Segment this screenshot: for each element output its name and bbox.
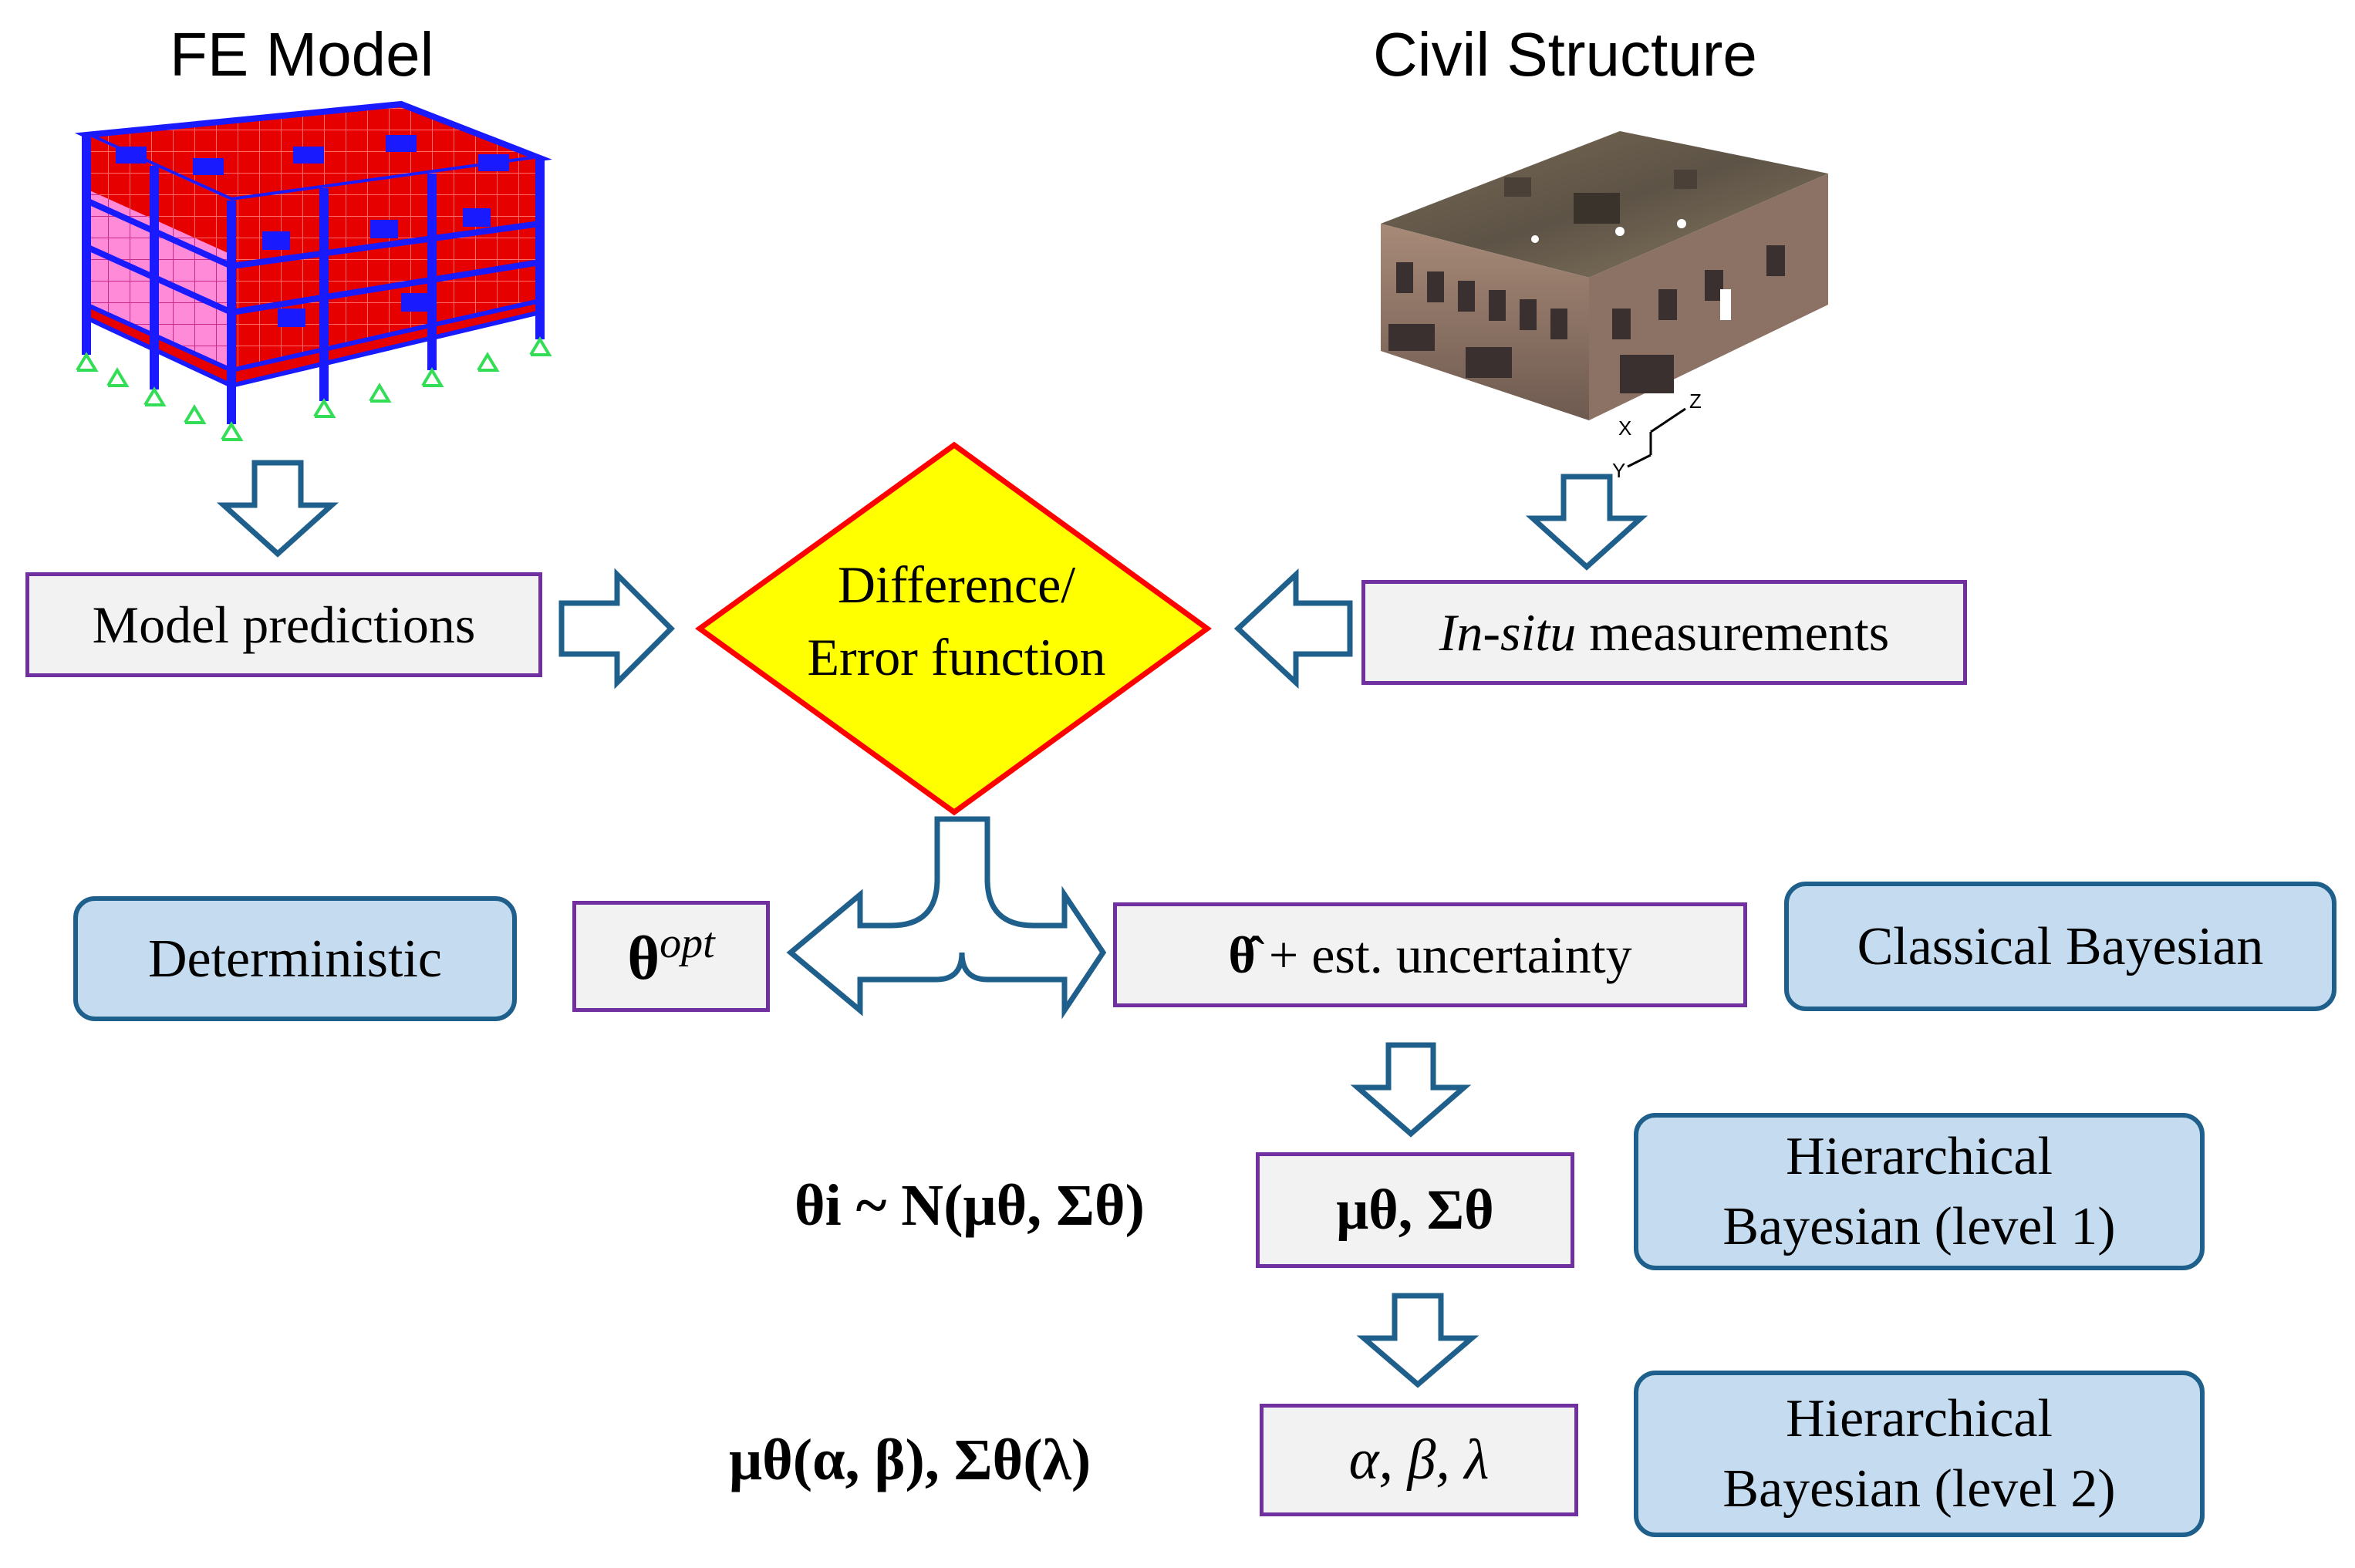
in-situ-label: In-situ measurements [1439,602,1890,663]
hierarchical-level1-box: Hierarchical Bayesian (level 1) [1634,1113,2205,1270]
est-uncertainty-text: + est. uncertainty [1255,925,1632,984]
classical-bayesian-box: Classical Bayesian [1784,882,2336,1011]
fe-model-image [74,100,552,441]
down-arrow-level2 [1356,1293,1479,1388]
error-function-text: Difference/ Error function [764,549,1149,694]
level1-formula-text: θi ~ N(μθ, Σθ) [795,1173,1145,1238]
theta-hat-box: θ̂ + est. uncertainty [1113,902,1747,1007]
civil-structure-photo [1381,131,1828,468]
opt-superscript: opt [660,919,715,967]
photo-axis-y: Y [1612,459,1626,482]
fe-model-heading: FE Model [170,20,434,89]
hierarchical-level2-box: Hierarchical Bayesian (level 2) [1634,1371,2205,1537]
level2-formula-text: μθ(α, β), Σθ(λ) [729,1428,1091,1492]
level1-formula: θi ~ N(μθ, Σθ) [795,1172,1145,1239]
arrows [216,460,1648,1388]
down-arrow-fe [216,460,339,558]
model-predictions-box: Model predictions [25,572,542,677]
hierarchical-level1-line1: Hierarchical [1786,1127,2053,1186]
alpha-beta-lambda-box: α, β, λ [1260,1404,1578,1516]
hierarchical-level1-line2: Bayesian (level 1) [1722,1197,2116,1256]
mu-sigma-label: μθ, Σθ [1336,1178,1494,1242]
photo-axis-z: Z [1689,389,1702,413]
alpha-beta-lambda-label: α, β, λ [1348,1428,1490,1492]
measurements-text: measurements [1576,602,1890,662]
deterministic-box: Deterministic [73,896,517,1021]
error-function-line: Error function [807,627,1106,686]
deterministic-label: Deterministic [147,929,442,989]
theta-hat-symbol: θ̂ [1228,925,1256,984]
right-arrow-predictions [558,568,675,690]
mu-sigma-box: μθ, Σθ [1256,1152,1574,1268]
down-arrow-level1 [1350,1042,1472,1138]
theta-opt-box: θopt [572,901,770,1012]
hierarchical-level2-line2: Bayesian (level 2) [1722,1459,2116,1519]
in-situ-measurements-box: In-situ measurements [1361,580,1967,685]
down-arrow-civil [1525,474,1648,571]
photo-axis-x: X [1618,416,1632,440]
in-situ-italic: In-situ [1439,602,1577,662]
civil-structure-heading: Civil Structure [1373,20,1757,89]
difference-line: Difference/ [837,555,1076,614]
level2-formula: μθ(α, β), Σθ(λ) [729,1427,1091,1494]
theta-hat-label: θ̂ + est. uncertainty [1228,925,1631,986]
split-arrow [786,816,1107,1020]
theta-symbol: θ [627,925,660,993]
left-arrow-measurements [1233,568,1353,690]
theta-opt-label: θopt [627,919,714,994]
hierarchical-level2-line1: Hierarchical [1786,1389,2053,1448]
model-predictions-label: Model predictions [92,595,476,654]
error-function-diamond [695,441,1212,816]
classical-bayesian-label: Classical Bayesian [1857,916,2264,976]
